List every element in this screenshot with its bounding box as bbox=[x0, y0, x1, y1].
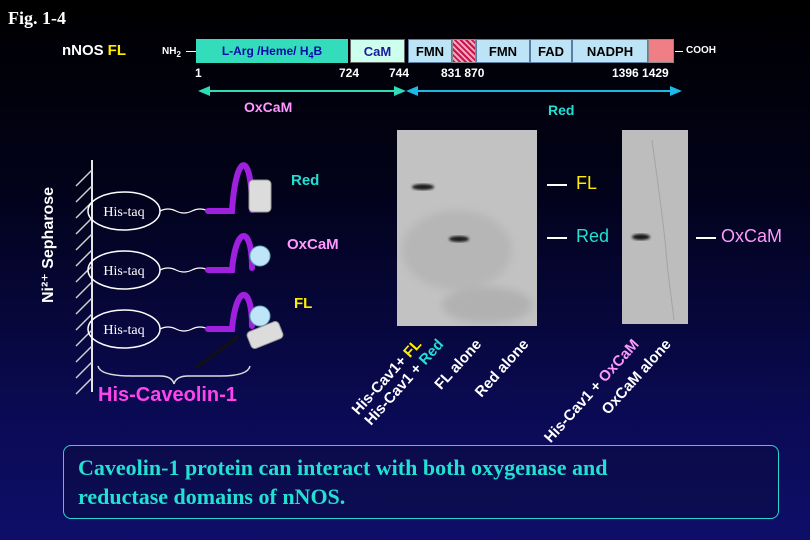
position-831-870: 831 870 bbox=[441, 66, 485, 80]
band-label-oxcam: OxCaM bbox=[721, 226, 783, 246]
construct-label-red: Red bbox=[291, 172, 320, 189]
nnos-name: nNOS bbox=[62, 42, 104, 59]
linker bbox=[159, 326, 209, 332]
red-domain-block bbox=[248, 179, 272, 213]
band-label-fl: FL bbox=[576, 173, 598, 193]
c-terminus-connector bbox=[675, 51, 683, 52]
nnos-fl-label: FL bbox=[107, 42, 126, 59]
n-terminus-connector bbox=[186, 51, 196, 52]
segment-cam: CaM bbox=[350, 39, 405, 63]
caveolin-chain bbox=[205, 292, 255, 332]
segment-larg-text: L-Arg /Heme/ H bbox=[221, 44, 309, 58]
position-1: 1 bbox=[195, 66, 202, 80]
segment-larg-suffix: B bbox=[313, 44, 323, 58]
caveolin-chain bbox=[205, 162, 255, 214]
band-oxcam bbox=[632, 234, 650, 240]
band-marker-oxcam bbox=[696, 237, 716, 239]
construct-oxcam: His-taq bbox=[87, 233, 271, 290]
blot-left-bands bbox=[397, 130, 537, 326]
construct-label-oxcam: OxCaM bbox=[287, 236, 339, 253]
oxcam-domain-ball bbox=[249, 245, 271, 267]
fl-red-block bbox=[246, 320, 284, 350]
construct-fl: His-taq bbox=[87, 292, 284, 370]
segment-hatched-insert bbox=[452, 39, 476, 63]
his-tag-label: His-taq bbox=[103, 323, 144, 338]
red-arrow bbox=[406, 86, 682, 96]
band-red bbox=[449, 236, 469, 242]
caption-box: Caveolin-1 protein can interact with bot… bbox=[63, 445, 779, 519]
segment-fad: FAD bbox=[530, 39, 572, 63]
caption-line-1: Caveolin-1 protein can interact with bot… bbox=[78, 455, 608, 480]
caption-line-2: reductase domains of nNOS. bbox=[78, 484, 346, 509]
segment-c-terminal-tail bbox=[648, 39, 674, 63]
linker bbox=[159, 267, 209, 273]
segment-fmn-1: FMN bbox=[408, 39, 452, 63]
n-terminus: NH2 bbox=[162, 46, 181, 59]
blot-right-bands bbox=[622, 130, 688, 324]
domain-arrows bbox=[198, 86, 682, 96]
band-label-red: Red bbox=[576, 226, 610, 246]
pulldown-schematic: His-taq His-taq His-taq bbox=[75, 160, 284, 395]
western-blot-right bbox=[622, 130, 688, 324]
caveolin-brace bbox=[97, 365, 251, 385]
his-tag-label: His-taq bbox=[103, 205, 144, 220]
construct-label-fl: FL bbox=[294, 295, 313, 312]
position-1396-1429: 1396 1429 bbox=[612, 66, 669, 80]
construct-red: His-taq bbox=[87, 162, 272, 231]
n-terminus-subscript: 2 bbox=[176, 50, 181, 59]
oxcam-arrow bbox=[198, 86, 406, 96]
segment-larg-subscript: 4 bbox=[308, 50, 314, 61]
segment-nadph: NADPH bbox=[572, 39, 648, 63]
band-marker-red bbox=[547, 237, 567, 239]
figure-label: Fig. 1-4 bbox=[8, 8, 66, 28]
position-744: 744 bbox=[389, 66, 410, 80]
segment-fmn-2: FMN bbox=[476, 39, 530, 63]
position-724: 724 bbox=[339, 66, 360, 80]
segment-larg-heme: L-Arg /Heme/ H4B bbox=[196, 39, 348, 63]
linker bbox=[159, 208, 209, 214]
western-blot-left bbox=[397, 130, 537, 326]
fl-oxcam-ball bbox=[249, 305, 271, 327]
fl-linker-dark bbox=[195, 334, 239, 370]
his-tag-label: His-taq bbox=[103, 264, 144, 279]
domain-label-red: Red bbox=[548, 102, 575, 118]
band-fl bbox=[412, 184, 434, 190]
caveolin-chain bbox=[205, 233, 255, 273]
band-marker-fl bbox=[547, 184, 567, 186]
n-terminus-text: NH bbox=[162, 46, 177, 57]
domain-label-oxcam: OxCaM bbox=[244, 99, 293, 115]
his-caveolin-label: His-Caveolin-1 bbox=[98, 384, 237, 406]
c-terminus: COOH bbox=[686, 45, 716, 56]
